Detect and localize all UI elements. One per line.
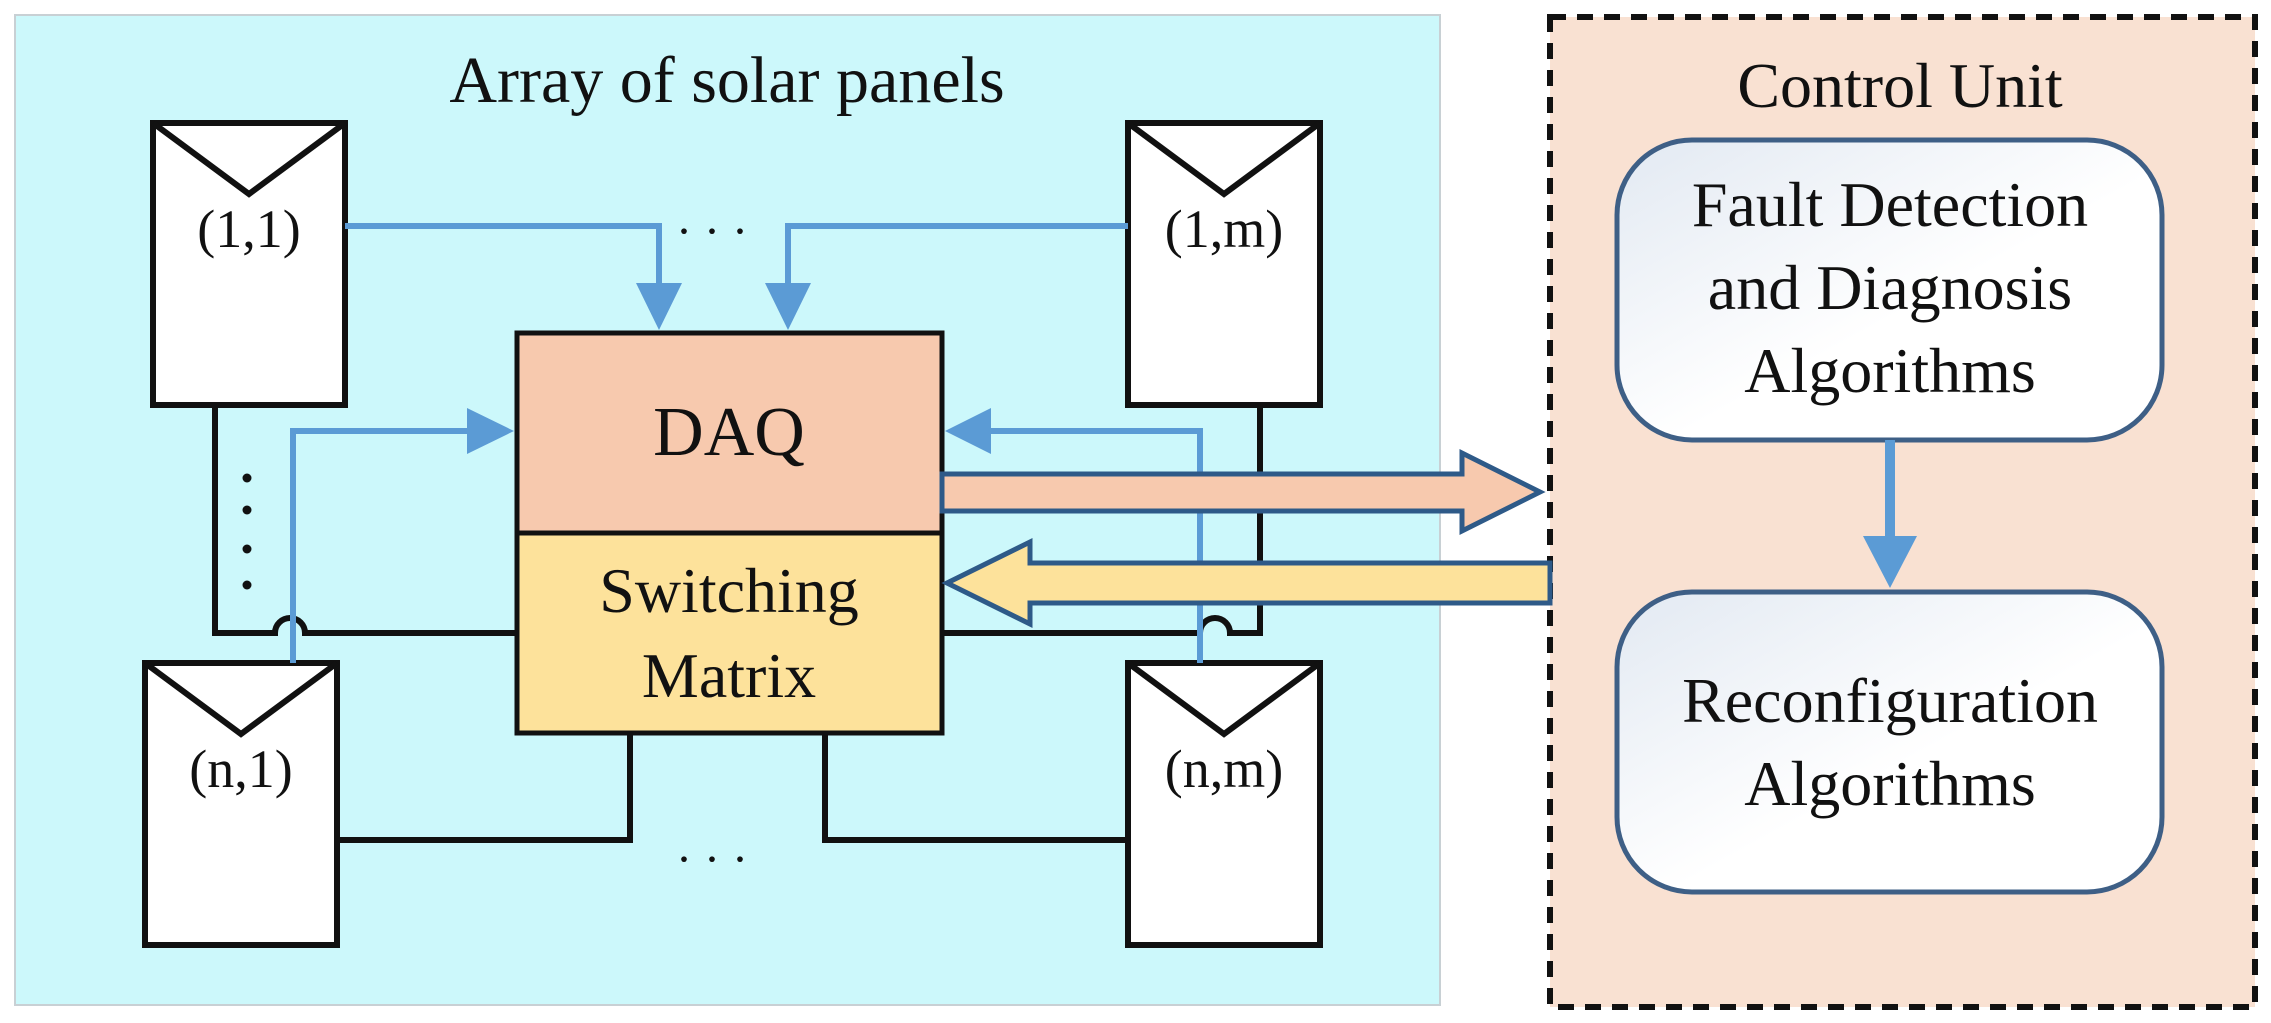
fault-detection-line2: and Diagnosis — [1708, 252, 2072, 323]
fdd-to-reconfig-arrowhead — [1863, 536, 1917, 588]
fault-detection-line1: Fault Detection — [1692, 169, 2088, 240]
vertical-ellipsis — [242, 473, 252, 590]
solar-panel-1-m: (1,m) — [1125, 120, 1323, 408]
reconfiguration-line2: Algorithms — [1744, 748, 2036, 819]
data-to-control-unit-arrow — [939, 448, 1546, 536]
solar-panel-n-m: (n,m) — [1125, 660, 1323, 948]
control-to-switching-arrow — [941, 537, 1553, 629]
solar-panel-n-1: (n,1) — [142, 660, 340, 948]
arrow-1-m-to-daq — [765, 283, 811, 330]
panel-label-n-m: (n,m) — [1165, 739, 1283, 799]
reconfiguration-line1: Reconfiguration — [1682, 665, 2098, 736]
bottom-ellipsis: · · · — [676, 833, 748, 886]
switching-matrix-label-line2: Matrix — [642, 640, 816, 711]
arrow-n-m-to-daq — [945, 408, 991, 454]
daq-label: DAQ — [653, 394, 805, 471]
measurement-arrowheads — [467, 283, 991, 454]
daq-box — [514, 330, 945, 536]
fault-detection-line3: Algorithms — [1744, 335, 2036, 406]
panel-label-1-m: (1,m) — [1165, 199, 1283, 259]
array-title: Array of solar panels — [449, 44, 1004, 117]
reconfiguration-box — [1614, 589, 2165, 895]
panel-label-1-1: (1,1) — [197, 199, 300, 259]
control-unit-title: Control Unit — [1737, 50, 2063, 121]
solar-panel-1-1: (1,1) — [150, 120, 348, 408]
switching-matrix-box — [514, 530, 945, 736]
panel-label-n-1: (n,1) — [189, 739, 292, 799]
arrow-1-1-to-daq — [636, 283, 682, 330]
switching-matrix-label-line1: Switching — [599, 555, 859, 626]
arrow-n-1-to-daq — [467, 408, 514, 454]
top-ellipsis: · · · — [676, 205, 748, 258]
